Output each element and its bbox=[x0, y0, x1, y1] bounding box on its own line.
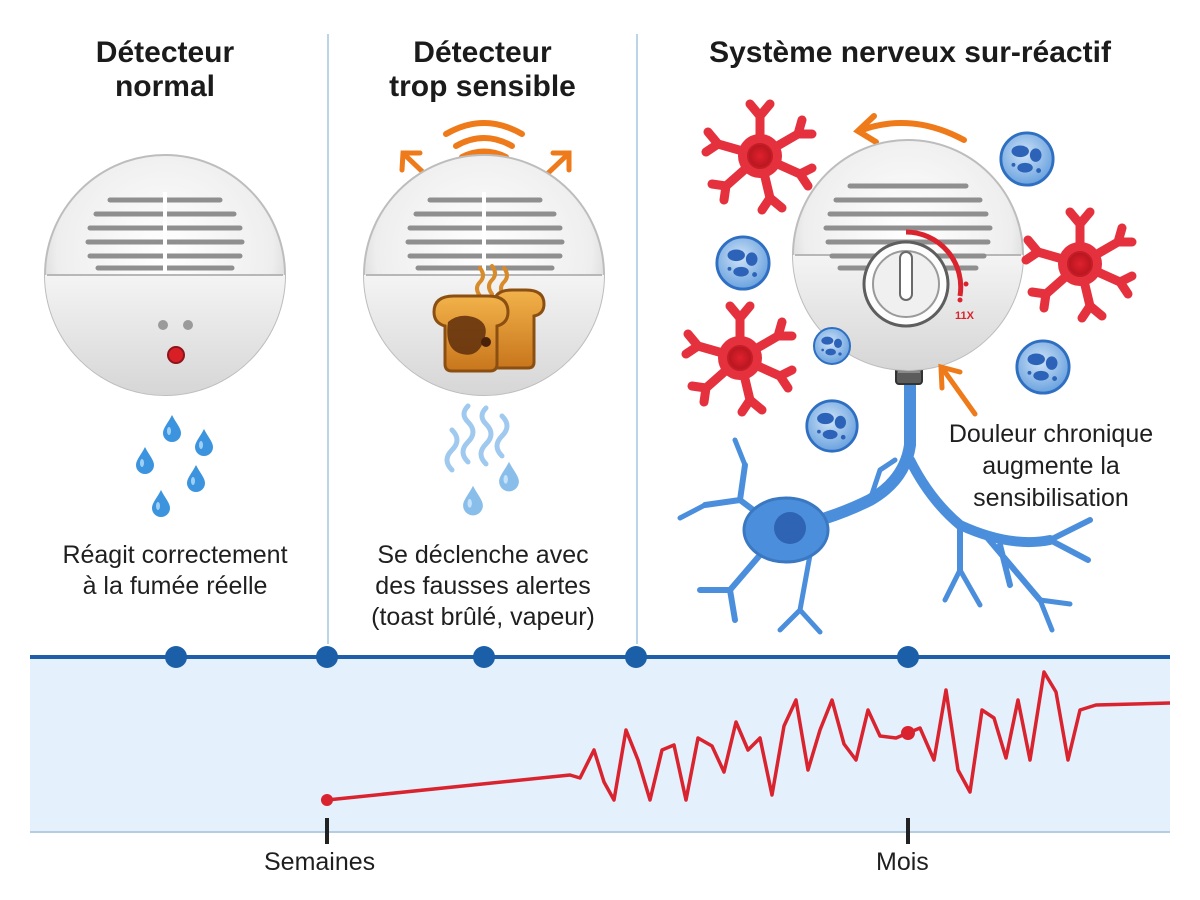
alert-arrow-right-icon bbox=[543, 150, 572, 178]
immune-cell-icon bbox=[813, 327, 851, 365]
smoke-detector-icon bbox=[44, 154, 286, 396]
burnt-toast-icon bbox=[432, 264, 546, 373]
glial-cell-icon bbox=[1026, 212, 1132, 318]
timeline-label-end: Mois bbox=[876, 848, 929, 876]
panel-3-callout-line1: Douleur chronique bbox=[948, 420, 1154, 448]
panel-2-title-line1: Détecteur bbox=[413, 36, 552, 69]
panel-divider bbox=[636, 34, 638, 644]
immune-cell-icon bbox=[805, 399, 859, 453]
glial-cell-icon bbox=[706, 104, 812, 210]
panel-2-title-line2: trop sensible bbox=[389, 70, 576, 103]
panel-2-caption: Se déclenche avec des fausses alertes (t… bbox=[338, 540, 628, 633]
panel-3-callout-line3: sensibilisation bbox=[973, 484, 1129, 512]
panel-2-caption-line2: des fausses alertes bbox=[375, 572, 591, 600]
signal-arrow-icon bbox=[853, 113, 967, 145]
panel-3-callout-line2: augmente la bbox=[982, 452, 1120, 480]
panel-1-caption-line2: à la fumée réelle bbox=[82, 572, 268, 600]
panel-3-title: Système nerveux sur-réactif bbox=[660, 36, 1160, 70]
panel-1-caption-line1: Réagit correctement bbox=[62, 541, 288, 569]
dial-label: 11X bbox=[955, 310, 974, 322]
water-drops-icon bbox=[463, 461, 519, 516]
glial-cell-icon bbox=[686, 306, 792, 412]
water-drops-icon bbox=[136, 415, 213, 517]
panel-1-caption: Réagit correctement à la fumée réelle bbox=[30, 540, 320, 602]
steam-icon bbox=[444, 403, 510, 473]
panel-1-title-line2: normal bbox=[114, 70, 216, 103]
dial-knob-icon bbox=[862, 229, 969, 328]
panel-2-caption-line1: Se déclenche avec bbox=[377, 541, 589, 569]
panel-1-title: Détecteur normal bbox=[40, 36, 290, 104]
immune-cell-icon bbox=[1015, 339, 1071, 395]
panel-3-title-line1: Système nerveux sur-réactif bbox=[709, 36, 1111, 69]
panel-2-caption-line3: (toast brûlé, vapeur) bbox=[371, 603, 595, 631]
neuron-nucleus bbox=[774, 512, 806, 544]
timeline-nodes bbox=[165, 646, 919, 668]
pain-signal-line bbox=[326, 670, 1171, 802]
orange-pointer-arrow-icon bbox=[938, 363, 978, 417]
immune-cell-icon bbox=[715, 235, 771, 291]
panel-divider bbox=[327, 34, 329, 644]
timeline-label-start: Semaines bbox=[264, 848, 376, 876]
panel-1-title-line1: Détecteur bbox=[95, 36, 235, 69]
sound-wave-icon bbox=[443, 120, 525, 160]
timeline-band bbox=[30, 657, 1170, 832]
panel-2-title: Détecteur trop sensible bbox=[350, 36, 615, 104]
immune-cell-icon bbox=[999, 131, 1055, 187]
panel-3-callout: Douleur chronique augmente la sensibilis… bbox=[928, 418, 1174, 514]
